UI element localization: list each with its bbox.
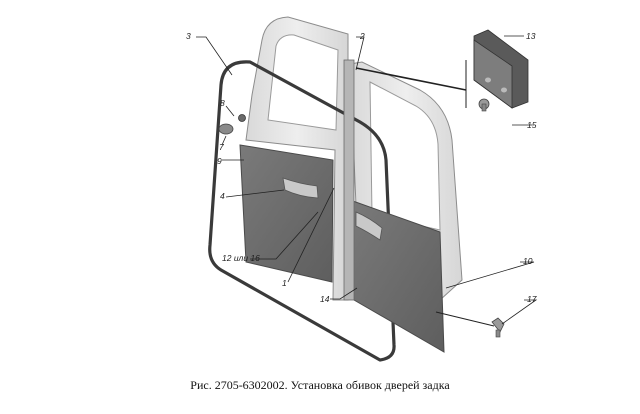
clip-part — [218, 123, 234, 135]
detail-link-line — [355, 67, 467, 91]
left-door-window — [267, 34, 339, 131]
callout-3: 3 — [186, 31, 191, 41]
callout-12-16: 12 или 16 — [222, 253, 260, 263]
callout-17: 17 — [527, 294, 537, 304]
bottom-screw-part — [491, 317, 505, 338]
callout-10: 10 — [523, 256, 533, 266]
left-handle — [282, 177, 319, 199]
bracket-hole — [485, 77, 491, 83]
callout-13: 13 — [526, 31, 536, 41]
fastener-axis-line — [435, 311, 495, 327]
callout-2: 2 — [359, 31, 365, 41]
figure-caption: Рис. 2705-6302002. Установка обивок двер… — [190, 378, 450, 392]
callout-15: 15 — [527, 120, 537, 130]
callout-8: 8 — [220, 98, 225, 108]
callout-labels: 3 2 13 8 7 9 4 12 или 16 1 14 10 15 17 — [186, 31, 537, 304]
callout-14: 14 — [320, 294, 330, 304]
door-seal — [208, 60, 396, 362]
screw-part — [478, 98, 490, 112]
callout-9: 9 — [217, 156, 222, 166]
left-rear-door — [245, 16, 349, 301]
center-pillar-strip — [343, 59, 355, 301]
callout-4: 4 — [220, 191, 225, 201]
left-trim-panel — [239, 144, 334, 283]
screw-part-small — [238, 114, 246, 122]
leader-lines — [196, 35, 538, 325]
bracket-hole — [501, 87, 507, 93]
right-handle — [355, 211, 383, 241]
callout-1: 1 — [282, 278, 287, 288]
bracket-part — [473, 29, 529, 109]
callout-7: 7 — [219, 142, 224, 152]
